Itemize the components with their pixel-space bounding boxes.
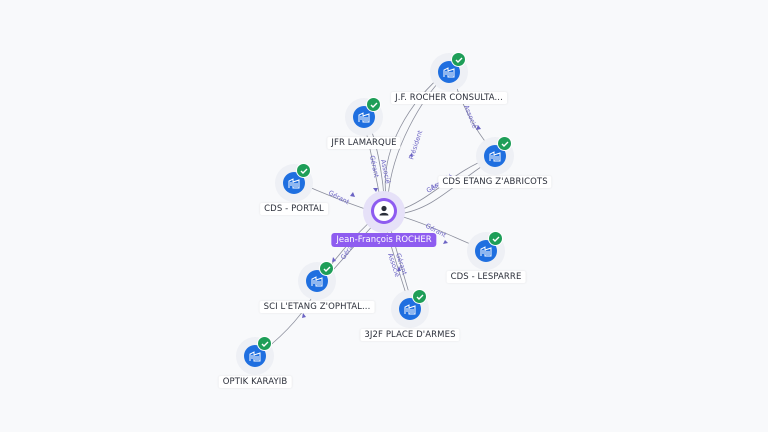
company-building-icon — [484, 145, 506, 167]
company-label[interactable]: J.F. ROCHER CONSULTA... — [391, 92, 507, 104]
verified-check-icon — [296, 163, 311, 178]
verified-check-icon — [488, 231, 503, 246]
edge-arrow — [332, 257, 336, 262]
verified-check-icon — [412, 289, 427, 304]
verified-check-icon — [257, 336, 272, 351]
verified-check-icon — [319, 261, 334, 276]
verified-check-icon — [497, 136, 512, 151]
verified-check-icon — [451, 52, 466, 67]
edge-arrow — [443, 240, 448, 244]
company-building-icon — [353, 106, 375, 128]
edge-label-gerant: Gérant — [327, 189, 351, 207]
company-label[interactable]: OPTIK KARAYIB — [218, 376, 292, 388]
company-building-icon — [438, 61, 460, 83]
edge-arrows — [302, 125, 481, 318]
verified-check-icon — [366, 97, 381, 112]
company-building-icon — [244, 345, 266, 367]
edge-label-president: Président — [407, 129, 424, 161]
company-label[interactable]: CDS ETANG Z'ABRICOTS — [438, 176, 552, 188]
company-label[interactable]: 3J2F PLACE D'ARMES — [360, 329, 460, 341]
company-building-icon — [399, 298, 421, 320]
edge-arrow — [302, 313, 306, 318]
edge-arrow — [350, 192, 355, 197]
person-name-label[interactable]: Jean-François ROCHER — [331, 233, 437, 247]
edge-arrow — [409, 153, 413, 157]
company-building-icon — [283, 172, 305, 194]
company-label[interactable]: CDS - LESPARRE — [446, 271, 526, 283]
edge-arrow — [397, 266, 401, 271]
edge-label-associe: Associé — [462, 104, 479, 130]
company-label[interactable]: JFR LAMARQUE — [327, 137, 401, 149]
edge-arrow — [476, 125, 481, 130]
company-building-icon — [306, 270, 328, 292]
person-icon — [370, 198, 397, 224]
company-building-icon — [475, 240, 497, 262]
company-label[interactable]: SCI L'ETANG Z'OPHTAL... — [259, 301, 375, 313]
edge-arrow — [373, 188, 378, 192]
company-label[interactable]: CDS - PORTAL — [260, 203, 328, 215]
